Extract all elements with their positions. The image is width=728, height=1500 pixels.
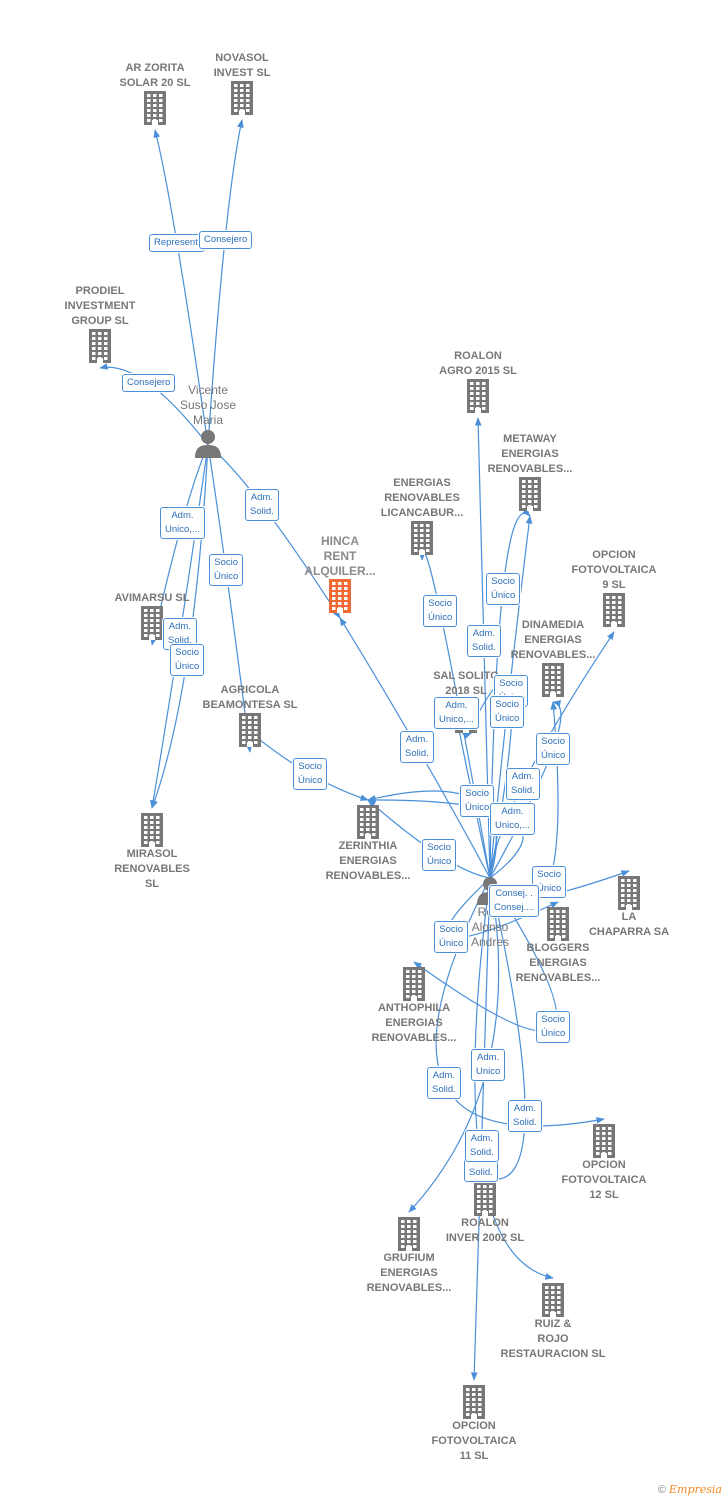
building-icon (265, 579, 415, 613)
node-label: AGRICOLA BEAMONTESA SL (202, 684, 298, 711)
edge-label[interactable]: Consejero (199, 231, 253, 249)
company-node-opcion12[interactable]: OPCION FOTOVOLTAICA 12 SL (529, 1124, 679, 1203)
company-node-metaway[interactable]: METAWAY ENERGIAS RENOVABLES... (455, 432, 605, 511)
building-icon (539, 593, 689, 627)
edge-label[interactable]: Socio Único (486, 573, 521, 605)
building-icon (455, 477, 605, 511)
company-node-grufium[interactable]: GRUFIUM ENERGIAS RENOVABLES... (334, 1217, 484, 1296)
edge-label[interactable]: Socio Único (422, 839, 457, 871)
building-icon (175, 713, 325, 747)
node-label: HINCA RENT ALQUILER... (304, 534, 376, 578)
company-node-zerinthia[interactable]: ZERINTHIA ENERGIAS RENOVABLES... (293, 805, 443, 884)
edge-label[interactable]: Adm. Unico,... (434, 697, 479, 729)
building-icon (334, 1217, 484, 1251)
edge-label[interactable]: Socio Único (170, 644, 205, 676)
company-node-licancabur[interactable]: ENERGIAS RENOVABLES LICANCABUR... (347, 476, 497, 555)
node-label: GRUFIUM ENERGIAS RENOVABLES... (366, 1252, 452, 1294)
company-node-mirasol[interactable]: MIRASOL RENOVABLES SL (77, 813, 227, 892)
copyright-symbol: © (657, 1484, 666, 1496)
company-node-roalon-inver[interactable]: ROALON INVER 2002 SL (410, 1182, 560, 1246)
node-label: ROALON INVER 2002 SL (445, 1217, 525, 1244)
node-label: SAL SOLITO 2018 SL (433, 670, 499, 697)
edge-label[interactable]: Adm. Unico,... (160, 507, 205, 539)
building-icon (77, 606, 227, 640)
node-label: Vicente Suso Jose Maria (179, 383, 237, 427)
building-icon (410, 1182, 560, 1216)
edge-label[interactable]: Adm. Solid. (465, 1130, 499, 1162)
node-label: DINAMEDIA ENERGIAS RENOVABLES... (510, 619, 596, 661)
node-label: LA CHAPARRA SA (588, 911, 670, 938)
company-node-ruiz[interactable]: RUIZ & ROJO RESTAURACION SL (478, 1283, 628, 1362)
node-label: OPCION FOTOVOLTAICA 9 SL (571, 549, 657, 591)
node-label: NOVASOL INVEST SL (213, 52, 271, 79)
node-label: MIRASOL RENOVABLES SL (114, 848, 190, 890)
building-icon (529, 1124, 679, 1158)
node-label: PRODIEL INVESTMENT GROUP SL (64, 285, 136, 327)
edge-label[interactable]: Socio Único (536, 733, 571, 765)
node-label: ROALON AGRO 2015 SL (439, 350, 517, 377)
company-node-bloggers[interactable]: BLOGGERS ENERGIAS RENOVABLES... (483, 907, 633, 986)
edge-label[interactable]: Socio Único (293, 758, 328, 790)
node-label: BLOGGERS ENERGIAS RENOVABLES... (515, 942, 601, 984)
building-icon (399, 1385, 549, 1419)
company-node-dinamedia[interactable]: DINAMEDIA ENERGIAS RENOVABLES... (478, 618, 628, 697)
edge-label[interactable]: Socio Único (209, 554, 244, 586)
person-node-vicente[interactable]: Vicente Suso Jose Maria (133, 383, 283, 458)
company-node-anthophila[interactable]: ANTHOPHILA ENERGIAS RENOVABLES... (339, 967, 489, 1046)
company-node-agricola[interactable]: AGRICOLA BEAMONTESA SL (175, 683, 325, 747)
building-icon (80, 91, 230, 125)
building-icon (478, 663, 628, 697)
edge-label[interactable]: Consej. . Consej.... (489, 885, 540, 917)
node-label: ANTHOPHILA ENERGIAS RENOVABLES... (371, 1002, 457, 1044)
edge-label[interactable]: Represent. (149, 234, 206, 252)
edge-label[interactable]: Socio Único (536, 1011, 571, 1043)
building-icon (478, 1283, 628, 1317)
node-label: METAWAY ENERGIAS RENOVABLES... (487, 433, 573, 475)
company-node-novasol[interactable]: NOVASOL INVEST SL (167, 51, 317, 115)
edge-label[interactable]: Socio Único (434, 921, 469, 953)
edge-label[interactable]: Adm. Solid. (467, 625, 501, 657)
edge-label[interactable]: Adm. Solid. (245, 489, 279, 521)
building-icon (347, 521, 497, 555)
company-node-arzorita[interactable]: AR ZORITA SOLAR 20 SL (80, 61, 230, 125)
edge-label[interactable]: Adm. Unico (471, 1049, 506, 1081)
node-label: ZERINTHIA ENERGIAS RENOVABLES... (325, 840, 411, 882)
edge-label[interactable]: Adm. Unico,... (490, 803, 535, 835)
node-label: AVIMARSU SL (114, 592, 190, 604)
company-node-chaparra[interactable]: LA CHAPARRA SA (554, 876, 704, 940)
person-icon (133, 428, 283, 458)
building-icon (167, 81, 317, 115)
building-icon (25, 329, 175, 363)
company-node-roalon-agro[interactable]: ROALON AGRO 2015 SL (403, 349, 553, 413)
node-label: RUIZ & ROJO RESTAURACION SL (500, 1318, 606, 1360)
building-icon (77, 813, 227, 847)
building-icon (293, 805, 443, 839)
company-node-avimarsu[interactable]: AVIMARSU SL (77, 591, 227, 640)
company-node-opcion11[interactable]: OPCION FOTOVOLTAICA 11 SL (399, 1385, 549, 1464)
edge-label[interactable]: Adm. Solid. (400, 731, 434, 763)
edge-label[interactable]: Socio Único (423, 595, 458, 627)
node-label: OPCION FOTOVOLTAICA 12 SL (561, 1159, 647, 1201)
edge-label[interactable]: Socio Único (460, 785, 495, 817)
building-icon (483, 907, 633, 941)
company-node-prodiel[interactable]: PRODIEL INVESTMENT GROUP SL (25, 284, 175, 363)
node-label: ENERGIAS RENOVABLES LICANCABUR... (380, 477, 464, 519)
edge-label[interactable]: Adm. Solid. (508, 1100, 542, 1132)
building-icon (403, 379, 553, 413)
company-node-opcion9[interactable]: OPCION FOTOVOLTAICA 9 SL (539, 548, 689, 627)
building-icon (339, 967, 489, 1001)
company-node-hinca[interactable]: HINCA RENT ALQUILER... (265, 534, 415, 613)
edge-label[interactable]: Adm. Solid. (427, 1067, 461, 1099)
footer: © Empresia (658, 1483, 722, 1496)
node-label: AR ZORITA SOLAR 20 SL (119, 62, 191, 89)
edge-label[interactable]: Consejero (122, 374, 176, 392)
node-label: OPCION FOTOVOLTAICA 11 SL (431, 1420, 517, 1462)
brand-logo[interactable]: Empresia (669, 1483, 722, 1496)
building-icon (554, 876, 704, 910)
edge-label[interactable]: Adm. Solid. (506, 768, 540, 800)
edge-label[interactable]: Socio Único (490, 696, 525, 728)
